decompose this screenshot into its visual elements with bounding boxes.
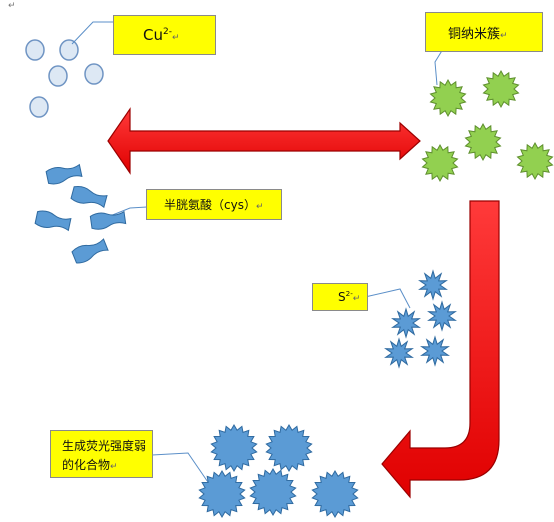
weak-fluorescence-compound <box>265 424 313 472</box>
sulfide-ion <box>384 337 414 369</box>
copper-ion-label: Cu2-↵ <box>113 15 216 55</box>
weak-fluorescence-compound <box>198 470 246 518</box>
sulfide-symbol: S <box>338 290 346 304</box>
sulfide-leader <box>364 288 411 309</box>
copper-ion <box>84 63 104 85</box>
copper-ion <box>25 39 45 61</box>
nanocluster-group <box>421 69 554 183</box>
copper-ion <box>29 96 49 118</box>
copper-nanocluster <box>482 69 520 109</box>
weak-fluorescence-compound <box>210 424 258 472</box>
copper-nanocluster <box>464 122 502 162</box>
cysteine-label: 半胱氨酸（cys）↵ <box>146 189 282 220</box>
paragraph-mark: ↵ <box>8 1 16 11</box>
sulfide-group <box>384 269 457 369</box>
line-break-mark: ↵ <box>500 31 508 41</box>
copper-ion <box>48 65 68 87</box>
line-break-mark: ↵ <box>171 33 180 43</box>
product-leader <box>151 452 213 489</box>
cysteine-molecule <box>70 186 108 209</box>
cysteine-molecule <box>71 238 109 264</box>
copper-nanocluster-label: 铜纳米簇↵ <box>425 12 543 52</box>
double-arrow <box>107 107 421 175</box>
line-break-mark: ↵ <box>110 462 118 472</box>
cysteine-molecule <box>89 210 127 230</box>
copper-nanocluster <box>516 141 554 181</box>
copper-nanocluster-text: 铜纳米簇 <box>448 27 501 42</box>
product-line-1: 生成荧光强度弱 <box>62 439 147 453</box>
cysteine-group <box>34 163 127 264</box>
cysteine-molecule <box>45 163 83 185</box>
copper-ion-group <box>25 39 104 118</box>
cysteine-molecule <box>34 210 72 232</box>
copper-ion <box>59 39 79 61</box>
bent-arrow <box>381 200 500 499</box>
cysteine-text: 半胱氨酸（cys） <box>164 198 256 212</box>
product-line-2: 的化合物↵ <box>62 458 118 472</box>
copper-nanocluster <box>429 78 467 118</box>
weak-fluorescence-compound <box>311 470 359 518</box>
sulfide-ion <box>391 307 421 339</box>
nanocluster-leader <box>434 48 444 86</box>
sulfide-ion <box>418 269 448 301</box>
copper-ion-leader <box>71 21 115 45</box>
copper-ion-charge: 2- <box>162 27 172 37</box>
copper-nanocluster <box>421 143 459 183</box>
leader-lines <box>71 21 444 489</box>
product-group <box>198 424 359 518</box>
product-label: 生成荧光强度弱 的化合物↵ <box>50 430 153 478</box>
sulfide-ion <box>420 335 450 367</box>
weak-fluorescence-compound <box>249 468 297 516</box>
sulfide-charge: 2- <box>345 289 353 298</box>
copper-ion-symbol: Cu <box>143 26 163 44</box>
sulfide-label: S2-↵ <box>312 283 368 311</box>
line-break-mark: ↵ <box>255 202 264 212</box>
line-break-mark: ↵ <box>352 294 361 304</box>
sulfide-ion <box>427 300 457 332</box>
